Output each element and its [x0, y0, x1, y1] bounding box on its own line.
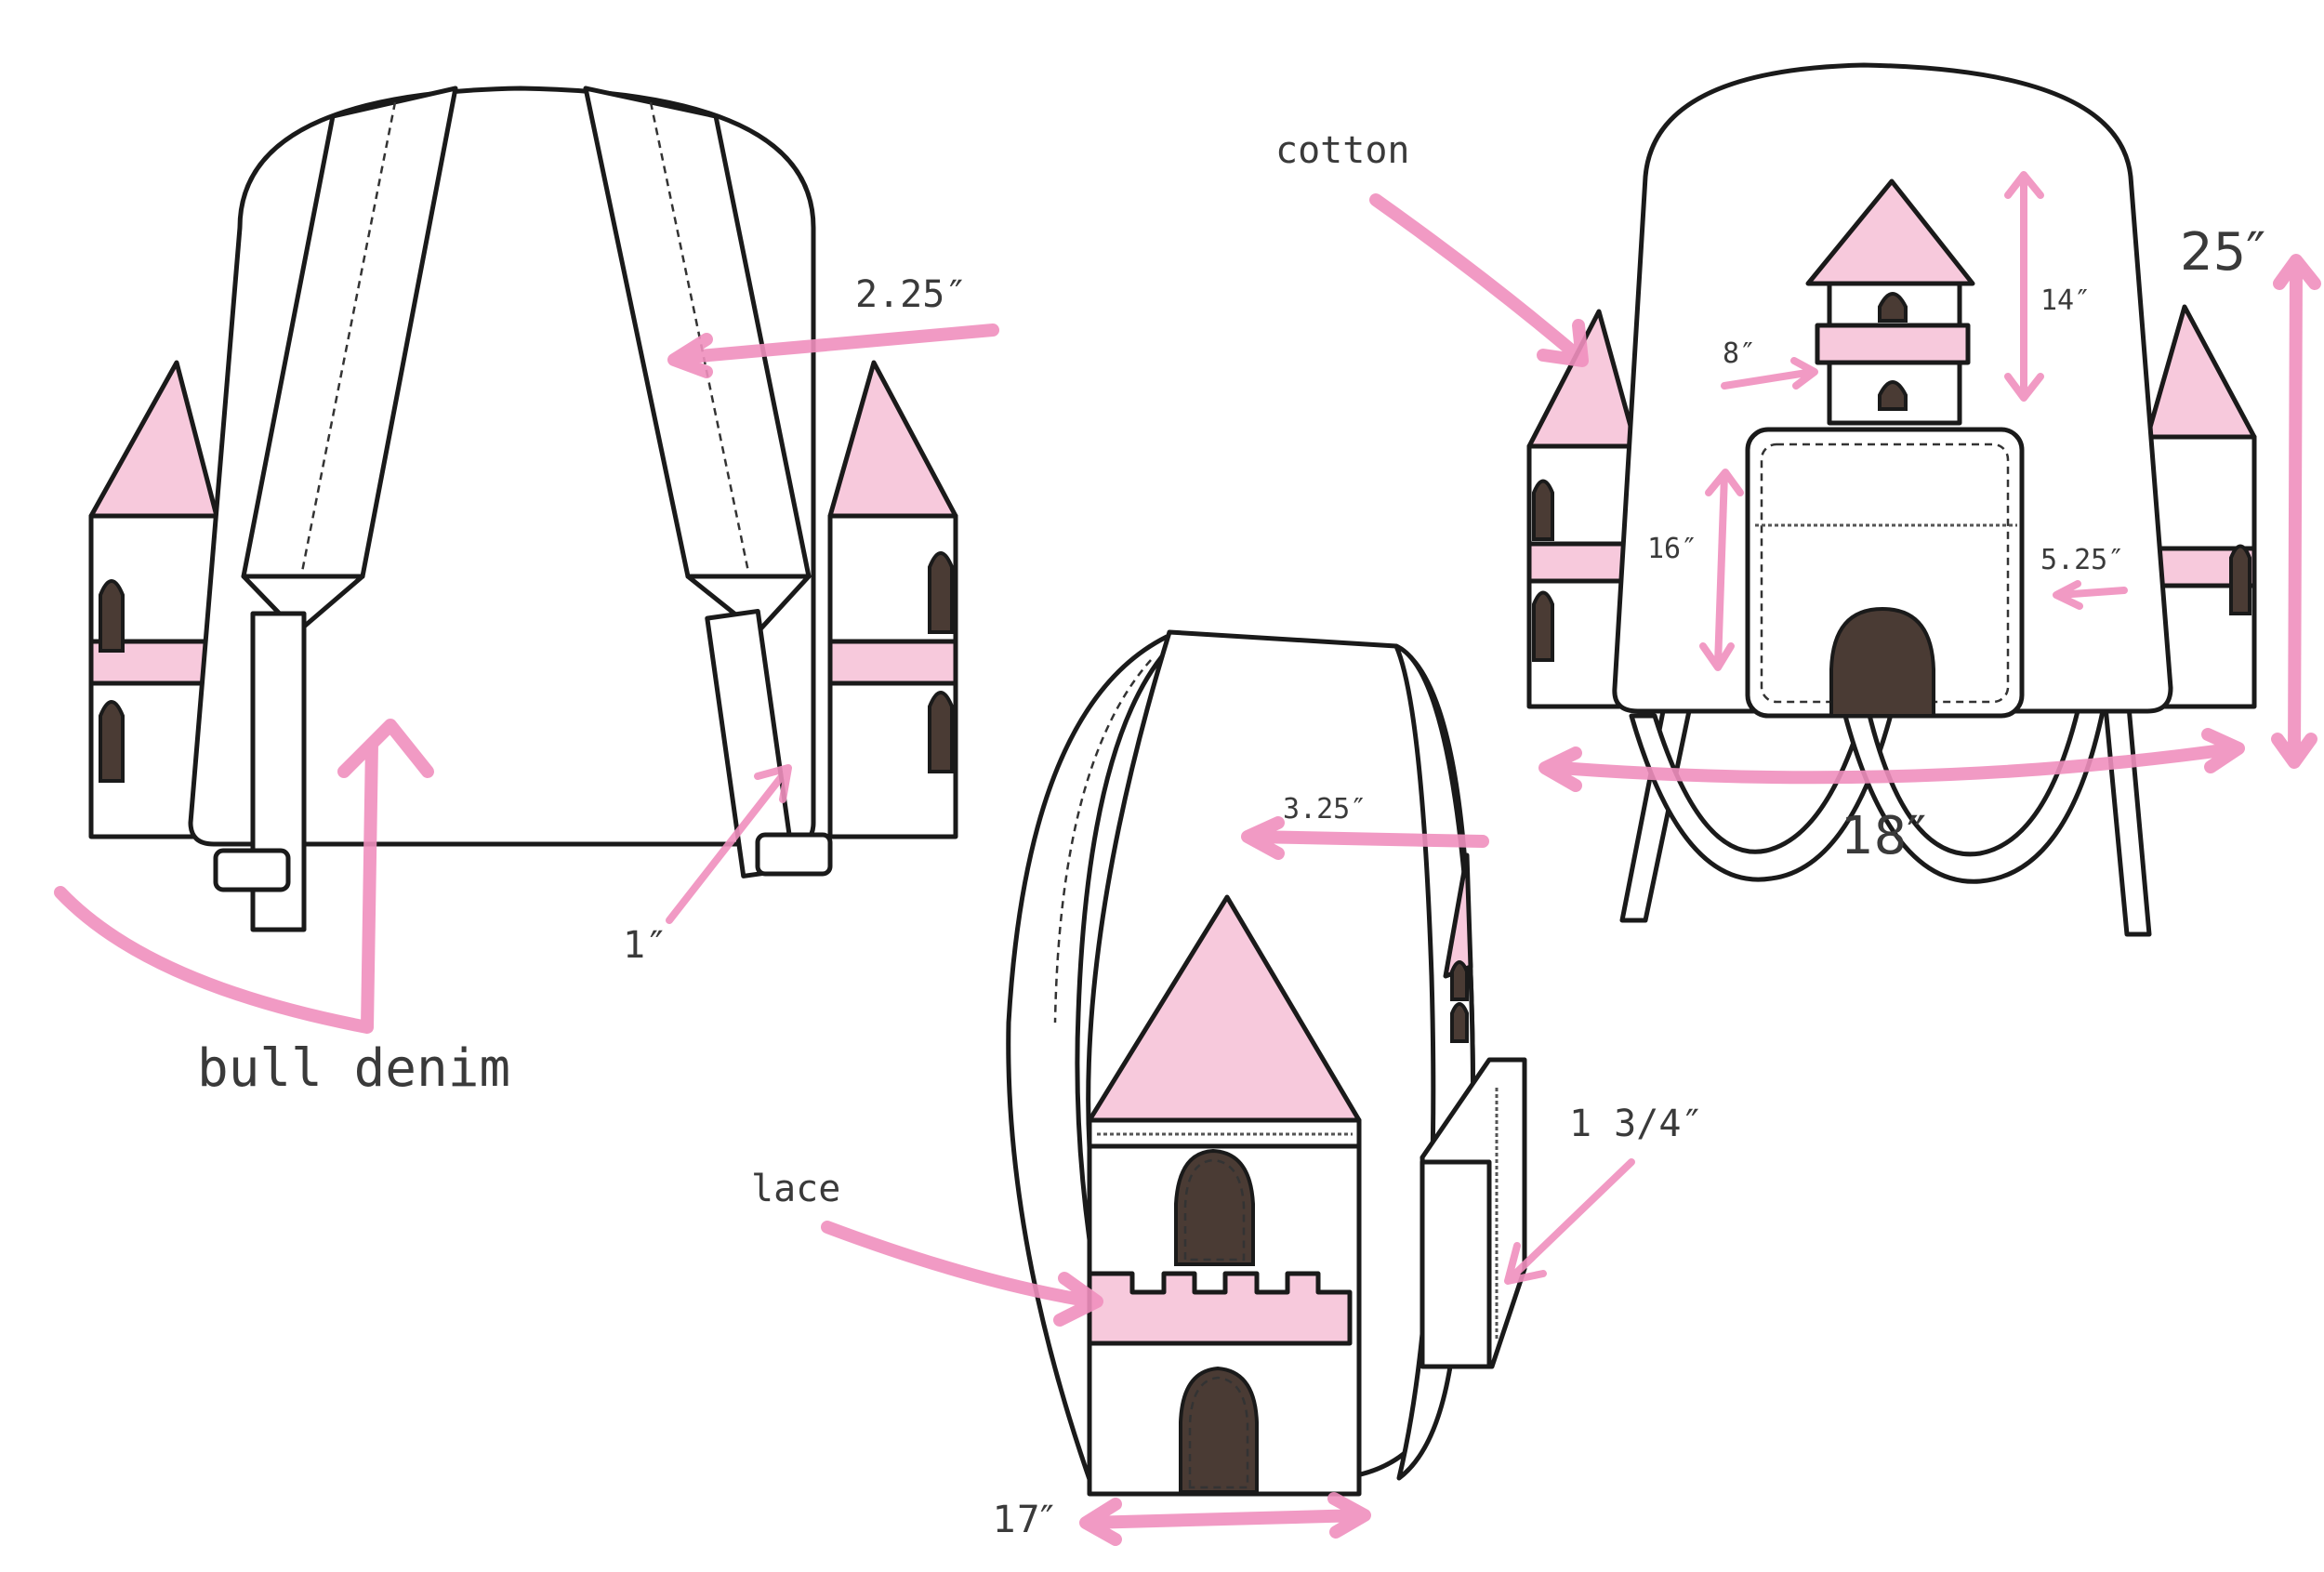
side-depth-label: 3.25″ — [1283, 793, 1367, 826]
back-right-side-tower — [827, 360, 958, 839]
tower-width-label: 8″ — [1723, 337, 1756, 370]
front-center-tower — [1805, 178, 1975, 426]
pocket-height-arrow — [1699, 469, 1744, 671]
material-label-bull-denim: bull denim — [197, 1038, 510, 1099]
lace-arrow — [821, 1221, 1103, 1327]
side-pocket-depth-label: 1 3/4″ — [1569, 1103, 1704, 1145]
material-label-cotton: cotton — [1275, 129, 1410, 172]
bottom-width-label: 17″ — [993, 1499, 1054, 1541]
buckle-arrow — [666, 764, 792, 924]
front-view — [1369, 62, 2321, 937]
tower-height-arrow — [2004, 171, 2044, 402]
front-pocket — [1745, 427, 2025, 719]
side-view — [821, 629, 1635, 1546]
bag-height-label: 25″ — [2180, 222, 2265, 283]
left-strap-buckle — [213, 848, 291, 892]
tower-height-label: 14″ — [2040, 284, 2091, 317]
pocket-width-arrow — [2053, 580, 2128, 610]
side-pocket-arrow — [1504, 1158, 1635, 1285]
back-view — [54, 86, 999, 1034]
right-strap-buckle — [755, 832, 833, 877]
bag-width-arrow — [1538, 728, 2245, 792]
buckle-width-label: 1″ — [623, 924, 667, 967]
bull-denim-arrow — [54, 719, 434, 1034]
side-depth-arrow — [1241, 816, 1489, 860]
strap-width-label: 2.25″ — [855, 273, 967, 316]
back-left-side-tower — [88, 360, 219, 839]
side-pocket — [1419, 1057, 1527, 1369]
bottom-width-arrow — [1079, 1492, 1371, 1546]
side-tower — [1087, 894, 1362, 1497]
bag-width-label: 18″ — [1841, 806, 1926, 866]
cotton-arrow — [1369, 193, 1589, 367]
pocket-width-label: 5.25″ — [2040, 544, 2124, 576]
material-label-lace: lace — [751, 1168, 840, 1210]
pocket-height-label: 16″ — [1647, 533, 1697, 565]
left-shoulder-strap — [213, 86, 458, 932]
bag-height-arrow — [2271, 254, 2321, 769]
strap-width-arrow — [667, 324, 999, 378]
tower-width-arrow — [1721, 357, 1818, 390]
